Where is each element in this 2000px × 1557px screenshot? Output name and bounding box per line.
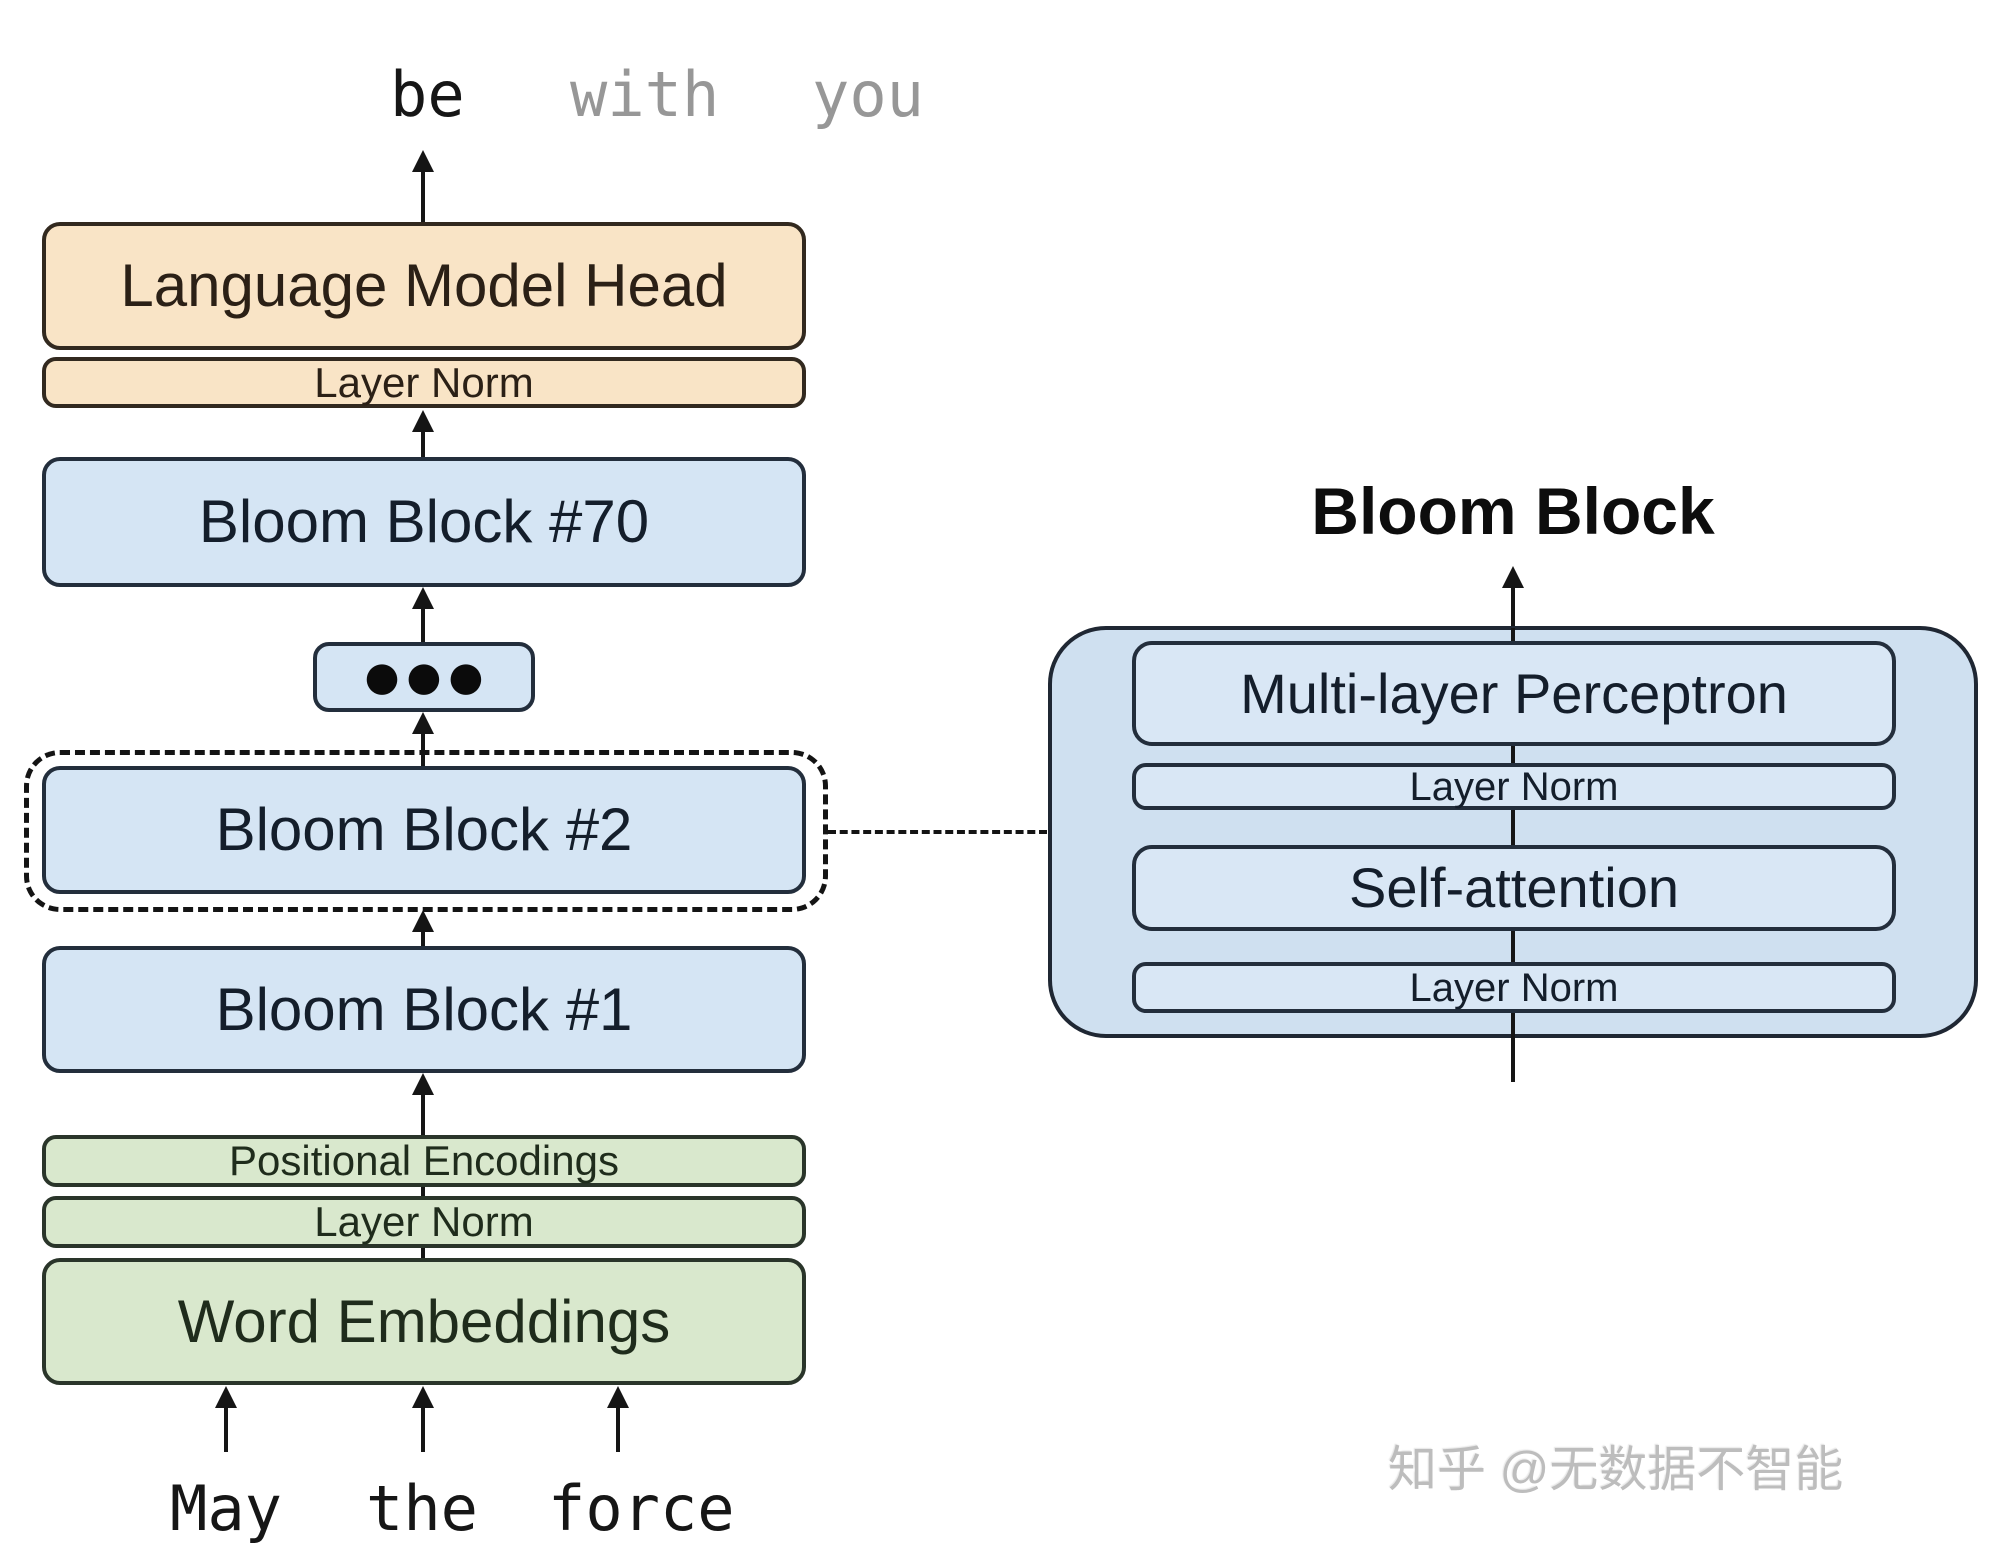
bloom-block-1-box: Bloom Block #1 <box>42 946 806 1073</box>
positional-encodings-box: Positional Encodings <box>42 1135 806 1187</box>
ellipsis-box: ●●● <box>313 642 535 712</box>
output-token-next-1: with <box>570 58 720 131</box>
detail-layer-norm-lower-box: Layer Norm <box>1132 962 1896 1013</box>
bloom-block-detail-title: Bloom Block <box>1311 474 1715 548</box>
flow-arrow-encodings-to-block1 <box>412 1073 434 1135</box>
ellipsis-dots: ●●● <box>364 654 491 700</box>
word-embeddings-box: Word Embeddings <box>42 1258 806 1385</box>
layer-norm-top-box: Layer Norm <box>42 357 806 408</box>
input-token-force: force <box>548 1472 735 1545</box>
flow-arrow-block2-to-ellipsis <box>412 712 434 766</box>
bloom-block-2-box: Bloom Block #2 <box>42 766 806 894</box>
self-attention-box: Self-attention <box>1132 845 1896 931</box>
bloom-block-70-box: Bloom Block #70 <box>42 457 806 587</box>
output-token-generated: be <box>390 58 465 131</box>
dashed-connector-line <box>828 830 1047 834</box>
output-token-next-2: you <box>812 58 924 131</box>
detail-layer-norm-upper-box: Layer Norm <box>1132 763 1896 810</box>
flow-arrow-lmhead-to-output <box>412 150 434 222</box>
input-arrow-the <box>412 1386 434 1452</box>
bloom-block-2-dashed-highlight <box>24 750 828 912</box>
layer-norm-bottom-box: Layer Norm <box>42 1196 806 1248</box>
language-model-head-box: Language Model Head <box>42 222 806 350</box>
mlp-box: Multi-layer Perceptron <box>1132 641 1896 746</box>
input-token-may: May <box>170 1472 282 1545</box>
input-token-the: the <box>366 1472 478 1545</box>
detail-output-arrow <box>1502 566 1524 632</box>
connector-stub-layernorm-embeddings <box>421 1248 425 1258</box>
flow-arrow-ellipsis-to-block70 <box>412 587 434 642</box>
flow-arrow-block1-to-block2 <box>412 910 434 946</box>
input-arrow-force <box>607 1386 629 1452</box>
connector-stub-encodings-layernorm <box>421 1187 425 1196</box>
watermark: 知乎 @无数据不智能 <box>1388 1443 1844 1497</box>
input-arrow-may <box>215 1386 237 1452</box>
flow-arrow-block70-to-layernorm <box>412 410 434 457</box>
